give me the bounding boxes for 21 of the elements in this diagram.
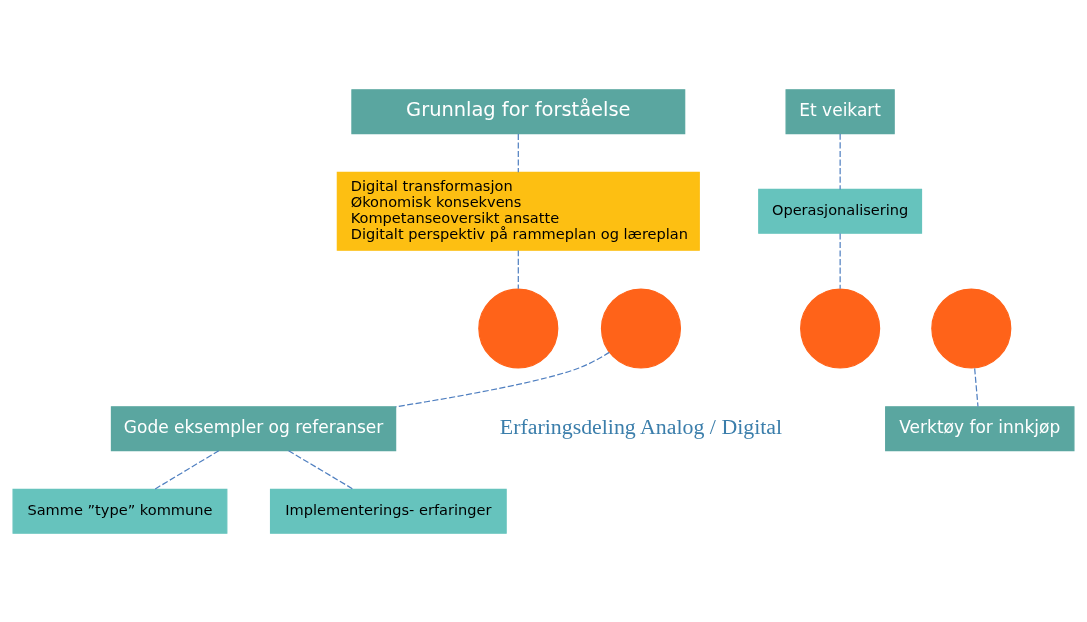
connector bbox=[974, 367, 979, 407]
connector bbox=[517, 132, 519, 173]
node-box: Et veikart bbox=[785, 88, 895, 134]
node-box: Operasjonalisering bbox=[758, 188, 923, 234]
node-box: Verktøy for innkjøp bbox=[885, 405, 1075, 451]
connector bbox=[395, 351, 610, 407]
connector bbox=[153, 449, 220, 490]
connector bbox=[517, 249, 519, 289]
node-box: Samme ”type” kommune bbox=[12, 488, 228, 534]
node-circle bbox=[931, 287, 1012, 369]
label: Erfaringsdeling Analog / Digital bbox=[499, 414, 783, 439]
connector bbox=[839, 232, 841, 289]
node-box: Digital transformasjon Økonomisk konsekvens Kompetanseoversikt ansatte Digitalt perspektiv på rammeplan og læreplan bbox=[336, 171, 700, 251]
node-circle bbox=[600, 287, 682, 369]
node-circle bbox=[800, 287, 881, 369]
connector bbox=[839, 132, 841, 190]
node-circle bbox=[478, 287, 559, 369]
node-box: Grunnlag for forståelse bbox=[351, 88, 686, 134]
connector bbox=[288, 449, 355, 490]
node-box: Implementerings- erfaringer bbox=[269, 488, 507, 534]
node-box: Gode eksempler og referanser bbox=[110, 405, 397, 451]
